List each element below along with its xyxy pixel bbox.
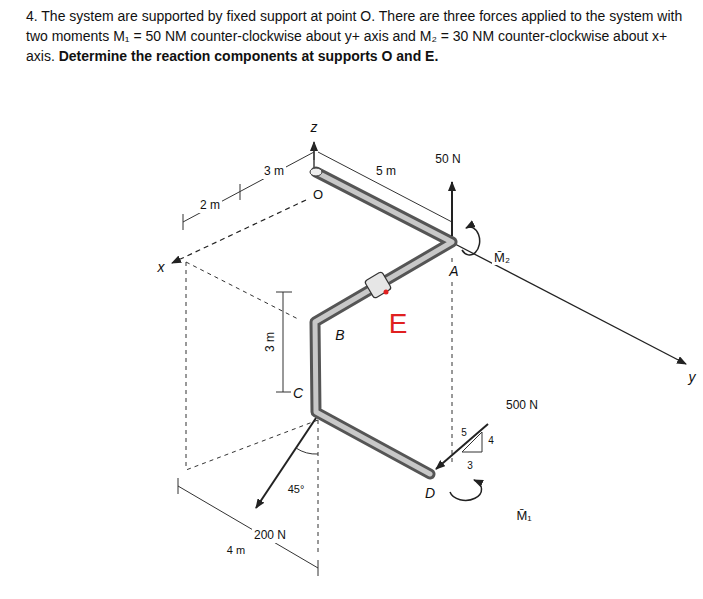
collar-bearing xyxy=(364,271,391,298)
point-label: B xyxy=(333,328,346,343)
angle-arc xyxy=(296,448,318,454)
dimension-line xyxy=(183,152,314,222)
construction-line xyxy=(318,420,319,556)
dimension-label: 5 m xyxy=(374,165,398,178)
dimension-label: 2 m xyxy=(198,199,222,212)
z-axis xyxy=(313,142,314,168)
moment-label: M̄₂ xyxy=(492,251,512,265)
dimension-tick xyxy=(314,144,315,160)
dimension-tick xyxy=(318,560,319,576)
axis-label: z xyxy=(309,120,320,135)
slope-number: 5 xyxy=(459,427,469,438)
force-label: 500 N xyxy=(504,399,540,412)
moment-arrow xyxy=(462,227,480,255)
force-arrow xyxy=(256,418,316,508)
point-label: A xyxy=(447,264,460,279)
dimension-label: 3 m xyxy=(264,330,277,354)
construction-line xyxy=(186,262,187,470)
dimension-label: 4 m xyxy=(225,544,247,556)
dimension-tick xyxy=(276,292,292,293)
axis-label: y xyxy=(687,370,698,385)
slope-number: 3 xyxy=(465,460,475,471)
dimension-tick xyxy=(240,184,241,200)
pipe-highlight xyxy=(315,172,452,474)
pipe-end xyxy=(310,168,322,176)
dimension-line xyxy=(283,292,284,392)
dimension-tick xyxy=(276,392,292,393)
construction-line xyxy=(452,258,453,465)
y-axis xyxy=(455,244,686,364)
force-arrow xyxy=(436,424,488,469)
point-label: O xyxy=(311,188,325,202)
support-point xyxy=(384,290,389,295)
axis-label: x xyxy=(156,260,167,275)
force-label: 50 N xyxy=(433,153,462,166)
pipe xyxy=(315,172,452,474)
dimension-label: 3 m xyxy=(262,165,286,178)
point-label: C xyxy=(291,386,305,401)
moment-arrow xyxy=(450,480,482,500)
force-label: 200 N xyxy=(252,529,288,542)
problem-task: Determine the reaction components at sup… xyxy=(59,48,439,64)
x-axis xyxy=(172,200,306,263)
force-arrow xyxy=(451,182,453,236)
point-label: D xyxy=(423,486,437,501)
dimension-line xyxy=(178,486,318,568)
slope-number: 4 xyxy=(486,435,496,446)
dimension-tick xyxy=(178,478,179,494)
support-label: E xyxy=(387,309,410,340)
dimension-tick xyxy=(183,214,184,230)
moment-label: M̄₁ xyxy=(514,509,533,523)
problem-statement: 4. The system are supported by fixed sup… xyxy=(26,6,694,66)
angle-label: 45° xyxy=(286,483,307,495)
